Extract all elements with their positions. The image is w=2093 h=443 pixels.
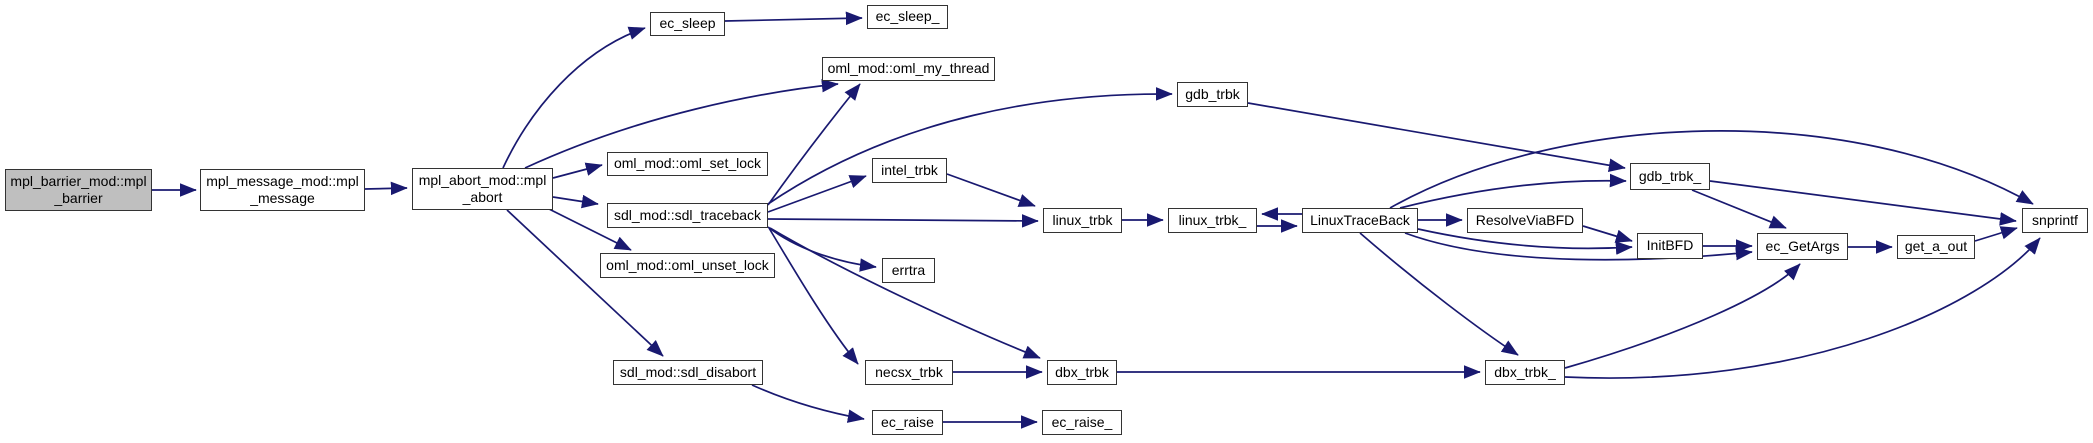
edge-sdl_disabort-to-ec_raise [751, 384, 865, 423]
node-ec_sleep[interactable]: ec_sleep [650, 12, 725, 36]
node-InitBFD[interactable]: InitBFD [1637, 233, 1703, 259]
edge-LinuxTraceBack-to-dbx_trbk_ [1359, 232, 1519, 356]
edge-sdl_traceback-to-gdb_trbk [767, 87, 1173, 205]
node-gdb_trbk[interactable]: gdb_trbk [1177, 82, 1248, 107]
node-LinuxTraceBack[interactable]: LinuxTraceBack [1302, 208, 1418, 233]
node-ec_raise_[interactable]: ec_raise_ [1042, 410, 1122, 435]
edge-get_a_out-to-snprintf [1974, 226, 2018, 242]
node-necsx_trbk[interactable]: necsx_trbk [865, 360, 953, 385]
edge-sdl_traceback-to-dbx_trbk [769, 227, 1041, 359]
node-sdl_traceback[interactable]: sdl_mod::sdl_traceback [607, 203, 768, 228]
edge-sdl_traceback-to-necsx_trbk [768, 227, 859, 365]
edge-mpl_abort-to-sdl_traceback [552, 194, 599, 209]
edge-mpl_abort-to-oml_set_lock [552, 162, 603, 179]
node-sdl_disabort[interactable]: sdl_mod::sdl_disabort [613, 360, 763, 385]
edge-mpl_message-to-mpl_abort [364, 181, 408, 196]
edge-sdl_traceback-to-linux_trbk [767, 214, 1039, 228]
edge-dbx_trbk_-to-ec_GetArgs [1564, 263, 1801, 369]
node-get_a_out[interactable]: get_a_out [1897, 235, 1975, 259]
edge-gdb_trbk-to-gdb_trbk_ [1247, 102, 1626, 172]
edge-LinuxTraceBack-to-InitBFD [1417, 228, 1633, 255]
edge-mpl_abort-to-oml_my_thread [524, 78, 839, 169]
node-oml_set_lock[interactable]: oml_mod::oml_set_lock [607, 152, 768, 176]
node-intel_trbk[interactable]: intel_trbk [872, 158, 947, 183]
node-dbx_trbk[interactable]: dbx_trbk [1047, 360, 1117, 385]
edge-dbx_trbk_-to-snprintf [1564, 237, 2041, 379]
node-snprintf[interactable]: snprintf [2022, 208, 2088, 233]
node-dbx_trbk_[interactable]: dbx_trbk_ [1485, 360, 1565, 385]
node-oml_my_thread[interactable]: oml_mod::oml_my_thread [822, 57, 995, 81]
edge-ec_sleep-to-ec_sleep_ [724, 11, 863, 26]
edge-mpl_abort-to-oml_unset_lock [546, 207, 632, 251]
node-ec_sleep_[interactable]: ec_sleep_ [867, 5, 948, 29]
node-ec_GetArgs[interactable]: ec_GetArgs [1757, 233, 1848, 260]
edge-gdb_trbk_-to-snprintf [1709, 180, 2017, 226]
node-mpl_abort[interactable]: mpl_abort_mod::mpl _abort [412, 168, 553, 210]
node-ResolveViaBFD[interactable]: ResolveViaBFD [1467, 208, 1583, 233]
edge-intel_trbk-to-linux_trbk [946, 173, 1036, 207]
edge-mpl_abort-to-sdl_disabort [506, 209, 664, 357]
node-oml_unset_lock[interactable]: oml_mod::oml_unset_lock [600, 253, 775, 278]
edge-sdl_traceback-to-oml_my_thread [767, 83, 861, 206]
node-mpl_barrier[interactable]: mpl_barrier_mod::mpl _barrier [5, 169, 152, 211]
node-mpl_message[interactable]: mpl_message_mod::mpl _message [200, 169, 365, 211]
edge-LinuxTraceBack-to-ec_GetArgs [1404, 232, 1753, 261]
edge-LinuxTraceBack-to-snprintf [1389, 130, 2034, 209]
node-linux_trbk_[interactable]: linux_trbk_ [1168, 208, 1257, 233]
node-ec_raise[interactable]: ec_raise [872, 410, 943, 435]
edge-sdl_traceback-to-errtra [767, 226, 877, 272]
edge-gdb_trbk_-to-ec_GetArgs [1691, 189, 1787, 229]
node-gdb_trbk_[interactable]: gdb_trbk_ [1630, 163, 1710, 190]
edge-LinuxTraceBack-to-gdb_trbk_ [1399, 173, 1627, 209]
edge-mpl_abort-to-ec_sleep [502, 26, 646, 169]
node-linux_trbk[interactable]: linux_trbk [1043, 208, 1122, 233]
edge-sdl_traceback-to-intel_trbk [767, 175, 867, 213]
edge-ResolveViaBFD-to-InitBFD [1582, 225, 1633, 243]
node-errtra[interactable]: errtra [882, 258, 935, 283]
